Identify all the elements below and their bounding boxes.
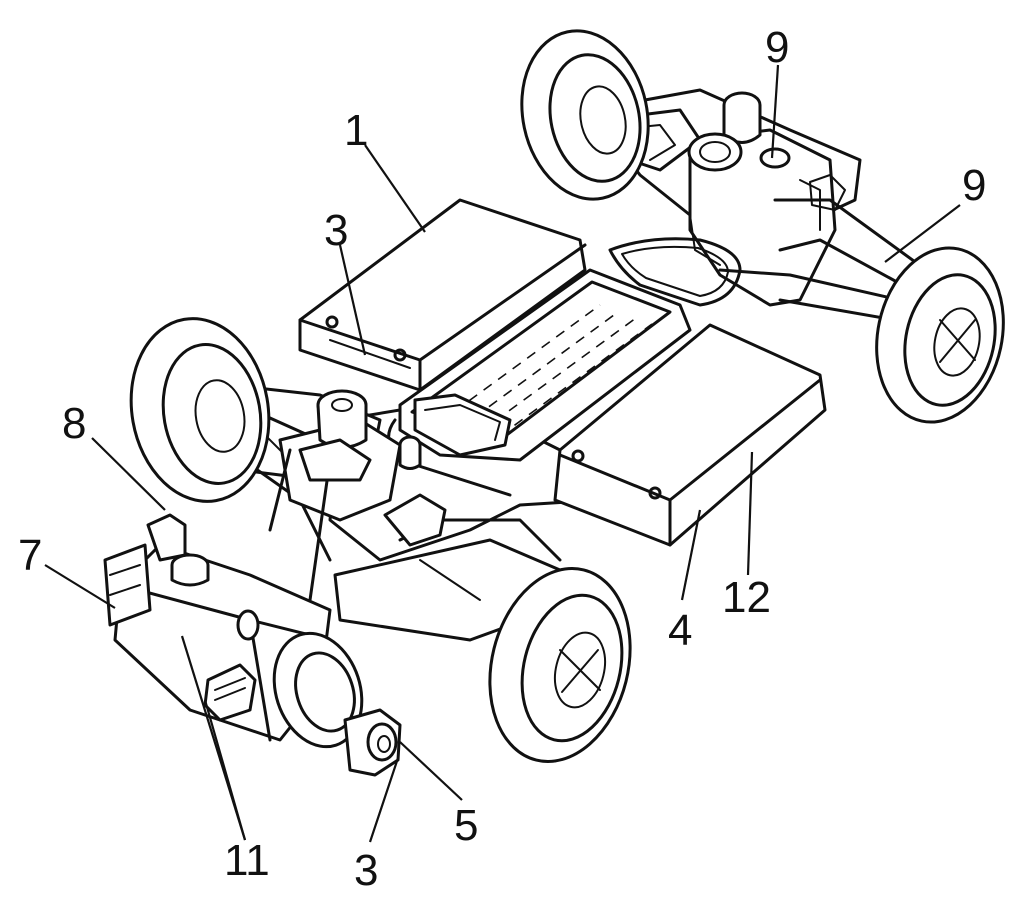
callout-4: 4	[668, 606, 692, 655]
rear-left-wheel	[520, 29, 650, 201]
callout-7: 7	[18, 531, 42, 580]
leader-9a	[770, 64, 780, 159]
leader-7	[44, 564, 116, 609]
leader-11b	[180, 635, 247, 841]
front-strut	[298, 389, 422, 482]
connector-block	[203, 663, 257, 722]
leader-9b	[884, 204, 961, 263]
gearbox	[272, 631, 402, 777]
leader-5	[399, 741, 463, 801]
leader-3a	[338, 244, 367, 356]
rear-differential	[687, 91, 846, 211]
leader-lines	[44, 64, 961, 843]
battery-pack-12	[553, 323, 827, 547]
callout-3-top: 3	[324, 206, 348, 255]
leader-8	[91, 437, 166, 511]
callout-labels: 1 3 9 9 8 7 12 4 5 11 3	[18, 23, 986, 895]
leader-12	[746, 451, 754, 576]
front-right-wheel	[488, 566, 632, 764]
leader-3b	[368, 757, 400, 843]
callout-8: 8	[62, 399, 86, 448]
callout-5: 5	[454, 801, 478, 850]
battery-pack-1	[298, 198, 587, 392]
front-left-wheel	[129, 317, 271, 503]
callout-9-top: 9	[765, 23, 789, 72]
tunnel-battery	[398, 268, 692, 462]
callout-3-bottom: 3	[354, 846, 378, 895]
rear-right-wheel	[875, 246, 1005, 424]
leader-1	[364, 144, 426, 233]
callout-11: 11	[224, 836, 270, 885]
callout-1: 1	[344, 106, 368, 155]
callout-12: 12	[722, 573, 771, 622]
leader-4	[680, 509, 702, 601]
callout-9-right: 9	[962, 161, 986, 210]
